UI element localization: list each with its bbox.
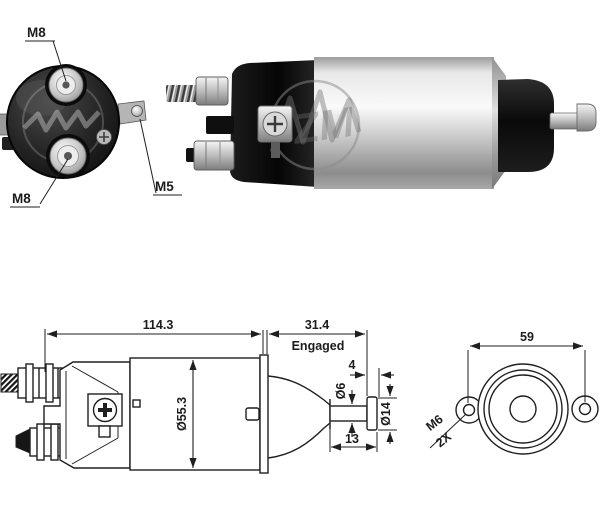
- flange-right-hole: [578, 402, 592, 416]
- rear-terminal-bottom: [46, 134, 90, 178]
- photo-terminal-block: [206, 116, 234, 134]
- drawing-top-stud-nuts: [17, 367, 63, 399]
- dim-engaged-caption: Engaged: [292, 339, 345, 353]
- dim-rod-diameter-text: Ø6: [334, 383, 348, 400]
- dim-body-diameter-text: Ø55.3: [175, 397, 189, 431]
- photo-watermark: ZM: [269, 79, 362, 171]
- rear-view-photo: [0, 64, 147, 179]
- flange-front-view: 59 M6 2X: [423, 330, 599, 455]
- drawing-plunger-head: [366, 396, 378, 431]
- drawing-cylinder-body: [129, 357, 261, 471]
- drawing-bottom-stud-nuts: [29, 427, 65, 457]
- photo-rubber-boot: [498, 79, 554, 172]
- photo-lower-stud-tip: [186, 148, 196, 162]
- m5-terminal-screw: [131, 105, 143, 117]
- label-m8-bottom: M8: [12, 191, 31, 206]
- side-view-drawing: [0, 354, 378, 474]
- dim-rod-length-text: 13: [345, 432, 359, 446]
- label-m6-qty: 2X: [433, 429, 454, 450]
- drawing-bottom-stud-tip: [15, 428, 31, 454]
- label-m8-top: M8: [27, 25, 46, 40]
- flange-center-hole: [509, 395, 537, 423]
- photo-screw-bracket: [257, 105, 293, 158]
- photo-threaded-stud: [166, 85, 198, 102]
- photo-lower-stud-nut: [193, 140, 235, 171]
- dim-hole-spacing-text: 59: [520, 330, 534, 344]
- photo-silver-body: [314, 57, 494, 189]
- dim-engaged-text: 31.4: [305, 318, 329, 332]
- label-m5-leader: [139, 118, 157, 194]
- photo-screw-pin: [271, 142, 280, 158]
- drawing-mount-flange: [259, 354, 269, 474]
- watermark-zigzag: [269, 89, 362, 153]
- drawing-boot-bottom: [267, 422, 331, 459]
- photo-stud-nut: [195, 76, 229, 106]
- label-m8-bottom-leader: [39, 158, 69, 205]
- label-m8-top-leader: [52, 40, 67, 82]
- rear-terminal-top: [45, 64, 87, 106]
- drawing-boot-top: [267, 375, 331, 406]
- label-m5: M5: [155, 179, 174, 194]
- flange-outer-circle: [477, 363, 569, 455]
- label-m6-thread: M6: [423, 412, 445, 434]
- dim-overall-length-text: 114.3: [143, 318, 174, 332]
- drawing-plunger-rod: [329, 405, 368, 422]
- photo-plunger-head: [576, 103, 597, 132]
- main-product-photo: ZM: [166, 57, 597, 189]
- dim-head-width-text: 4: [349, 358, 356, 372]
- dim-head-diameter-text: Ø14: [379, 402, 393, 426]
- drawing-terminal-tab: [245, 407, 260, 421]
- side-view-dimensions: 114.3 31.4 Engaged Ø55.3 4 Ø6 Ø14 13: [44, 318, 397, 468]
- rear-view-callouts: M8 M8 M5: [10, 25, 182, 208]
- rear-watermark-zigzag: [22, 109, 101, 133]
- flange-left-hole: [462, 403, 476, 417]
- watermark-letters: ZM: [289, 98, 358, 153]
- drawing-top-stud-thread: [0, 373, 19, 393]
- label-m6-leader: [429, 413, 467, 449]
- rear-small-screw: [96, 129, 112, 145]
